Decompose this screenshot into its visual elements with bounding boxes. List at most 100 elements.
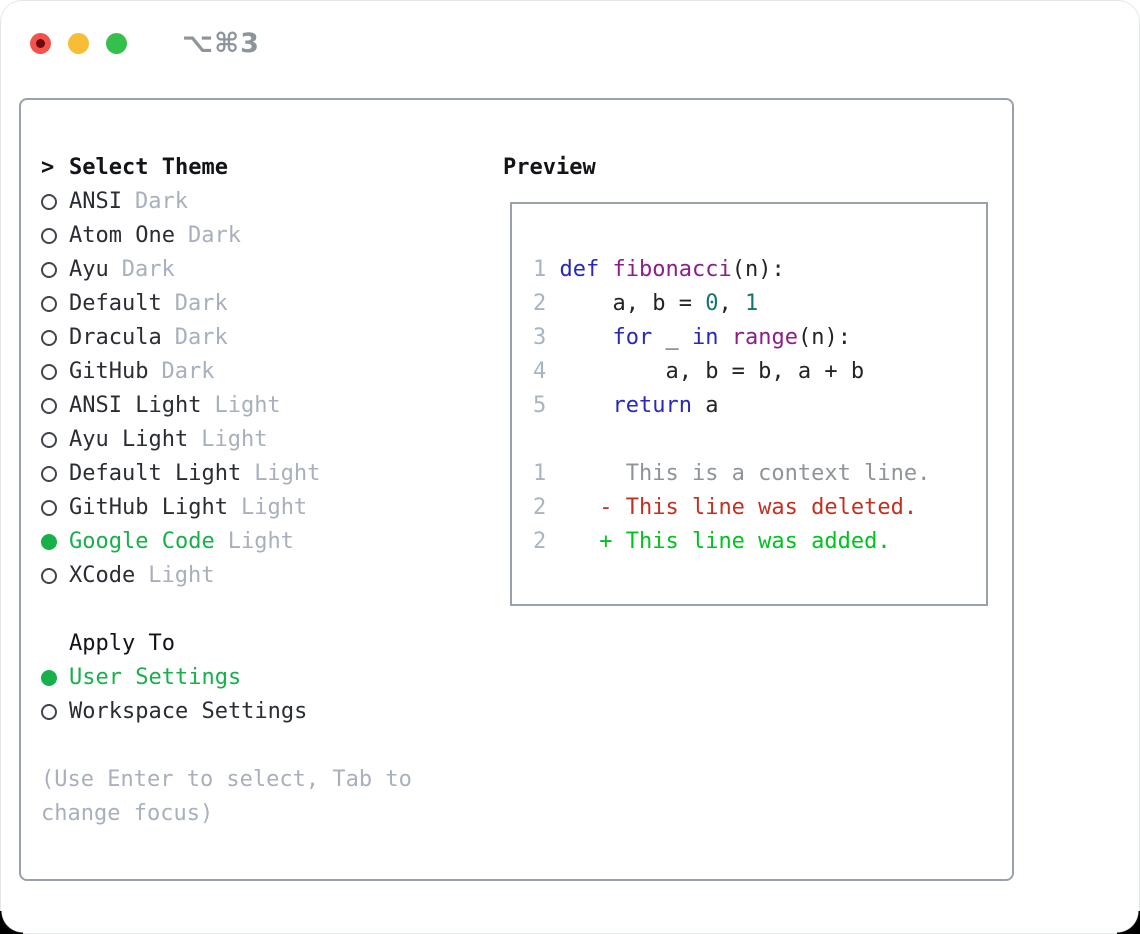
theme-variant: Light [148,563,215,588]
theme-name: Ayu Light [69,427,189,452]
theme-variant: Light [240,495,308,520]
radio-icon [41,568,57,584]
code-segment [718,325,731,350]
minimize-button[interactable] [68,33,89,54]
theme-variant: Light [227,529,294,554]
close-dot-icon [36,39,45,48]
code-segment: range [731,325,798,350]
code-segment [560,393,613,418]
select-theme-title: Select Theme [69,155,228,180]
code-segment: 1 [744,291,759,316]
theme-variant: Dark [174,325,228,350]
code-segment: def [559,257,600,282]
theme-variant: Dark [174,291,228,316]
apply-to-header: Apply To [41,627,453,661]
radio-icon [41,262,57,278]
code-segment: _ [652,325,692,350]
close-button[interactable] [30,33,51,54]
code-line: 2 - This line was deleted. [533,491,986,525]
code-segment [599,257,612,282]
theme-option-default-light-light[interactable]: Default Light Light [41,457,453,491]
code-segment: This is a context line. [559,461,931,486]
code-line: 1 This is a context line. [533,457,986,491]
apply-to-title: Apply To [69,631,175,656]
apply-option-label: User Settings [69,665,242,690]
radio-icon [41,330,57,346]
code-segment: a [691,393,719,418]
theme-name: ANSI [69,189,122,214]
apply-option-user-settings[interactable]: User Settings [41,661,453,695]
radio-selected-icon [41,534,57,550]
zoom-button[interactable] [106,33,127,54]
theme-option-ayu-dark[interactable]: Ayu Dark [41,253,453,287]
code-segment: fibonacci [612,257,732,282]
radio-icon [41,194,57,210]
selection-prompt-icon: > [41,155,55,180]
code-line: 2 a, b = 0, 1 [533,287,986,321]
theme-name: GitHub [69,359,149,384]
line-number: 2 [533,495,560,520]
line-number: 1 [533,257,560,282]
theme-name: Google Code [69,529,215,554]
theme-name: ANSI Light [69,393,202,418]
code-segment: + This line was added. [559,529,891,554]
window-title: ⌥⌘3 [182,28,260,59]
help-text: (Use Enter to select, Tab to change focu… [41,767,412,826]
line-number: 1 [533,461,560,486]
theme-variant: Dark [187,223,241,248]
theme-name: Dracula [69,325,162,350]
code-segment: a, b = b, a + b [559,359,865,384]
radio-icon [41,398,57,414]
theme-name: Ayu [69,257,109,282]
line-number [533,427,560,452]
apply-option-workspace-settings[interactable]: Workspace Settings [41,695,453,729]
code-line: 2 + This line was added. [533,525,986,559]
code-line: 3 for _ in range(n): [533,321,986,355]
preview-title: Preview [503,155,596,180]
theme-variant: Light [254,461,321,486]
theme-name: Default Light [69,461,242,486]
theme-option-dracula-dark[interactable]: Dracula Dark [41,321,453,355]
line-number: 4 [533,359,560,384]
radio-selected-icon [41,670,57,686]
line-number: 2 [533,529,560,554]
code-line: 5 return a [533,389,986,423]
theme-option-google-code-light[interactable]: Google Code Light [41,525,453,559]
code-segment: 0 [705,291,719,316]
theme-name: XCode [69,563,136,588]
code-segment: (n): [731,257,785,282]
code-segment: (n): [797,325,851,350]
line-number: 2 [533,291,560,316]
select-theme-header: > Select Theme [41,151,453,185]
code-segment [560,325,613,350]
code-segment: in [691,325,719,350]
apply-option-label: Workspace Settings [69,699,308,724]
radio-icon [41,704,57,720]
radio-icon [41,364,57,380]
theme-variant: Dark [121,257,175,282]
theme-variant: Dark [134,189,188,214]
code-line: 1 def fibonacci(n): [533,253,986,287]
theme-option-xcode-light[interactable]: XCode Light [41,559,453,593]
theme-option-ansi-dark[interactable]: ANSI Dark [41,185,453,219]
radio-icon [41,432,57,448]
line-number: 5 [533,393,560,418]
preview-column: Preview 1 def fibonacci(n):2 a, b = 0, 1… [503,151,988,606]
code-segment: return [612,393,692,418]
screenshot-corner-artifact [1117,911,1140,934]
code-line: 4 a, b = b, a + b [533,355,986,389]
